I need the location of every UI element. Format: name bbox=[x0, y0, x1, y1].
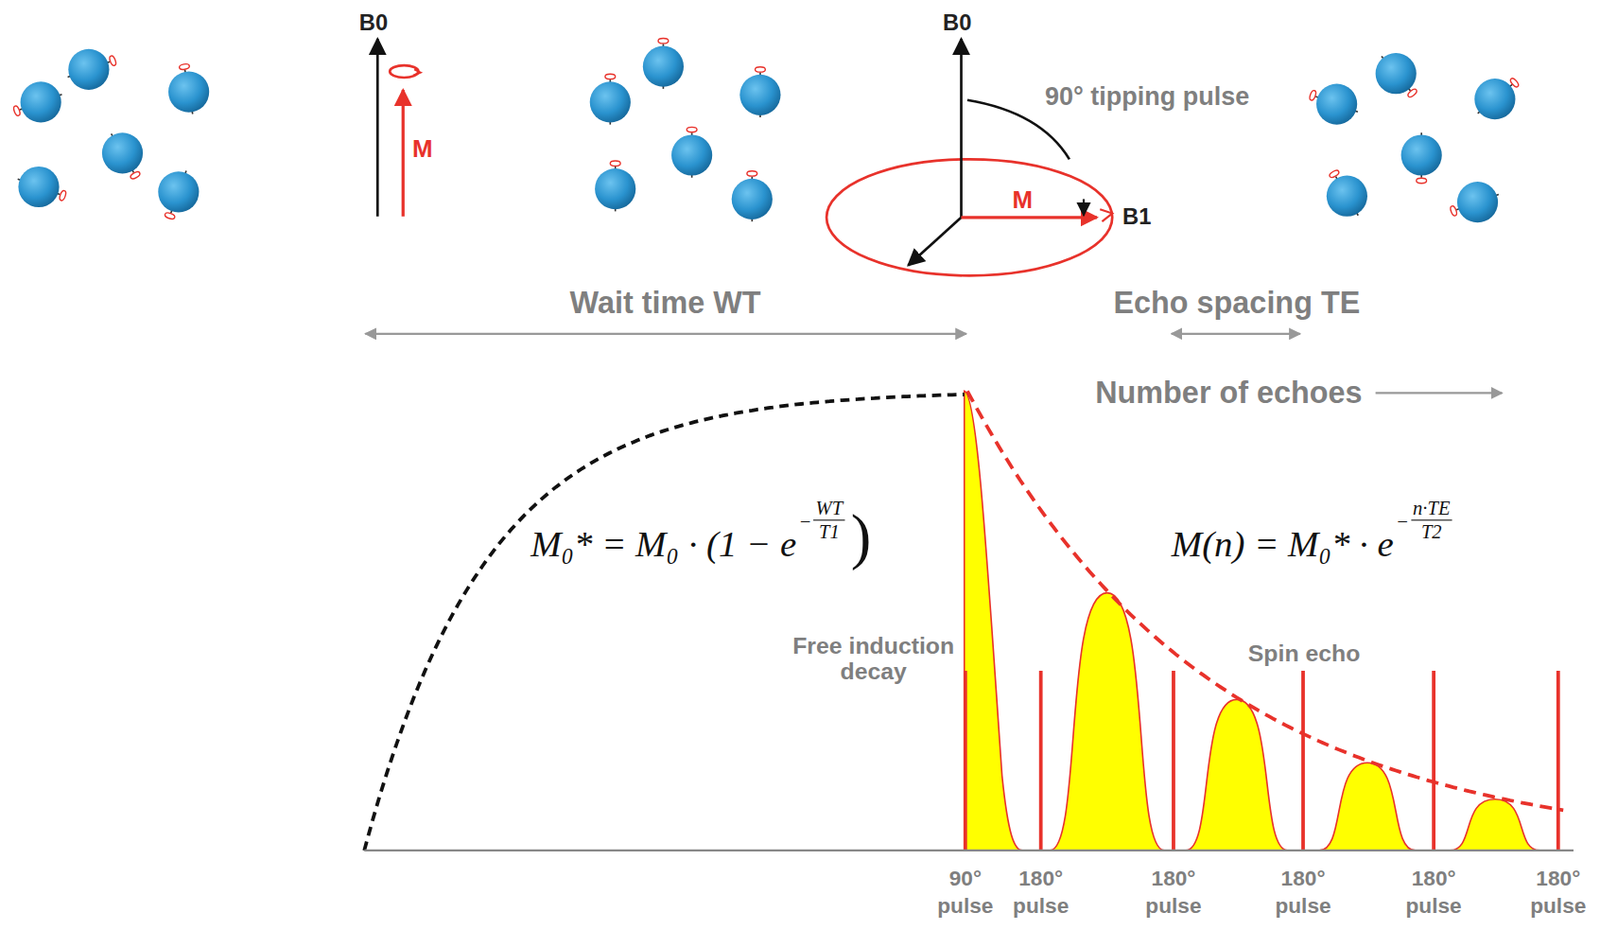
precession-ellipse bbox=[826, 158, 1113, 276]
vector-label: M bbox=[412, 134, 434, 163]
formula-numerator: n·TE bbox=[1410, 497, 1453, 522]
vector-label: M bbox=[1011, 185, 1033, 214]
axis-label: B0 bbox=[942, 10, 972, 37]
pulse-label: 180° pulse bbox=[1008, 863, 1073, 920]
rf-pulse-90 bbox=[963, 670, 968, 851]
t1-recovery-curve bbox=[364, 394, 965, 851]
proton-sphere bbox=[157, 171, 199, 212]
magnetization-vector bbox=[401, 89, 405, 217]
precession-mark bbox=[58, 190, 68, 202]
precession-arrow bbox=[413, 69, 421, 75]
proton-sphere bbox=[102, 132, 143, 174]
formula-numerator: WT bbox=[813, 497, 845, 522]
pulse-label: 90° tipping pulse bbox=[1044, 81, 1250, 111]
proton-sphere bbox=[1474, 78, 1515, 120]
b0-axis bbox=[959, 38, 963, 218]
proton-sphere bbox=[1326, 175, 1368, 217]
precession-mark bbox=[129, 170, 141, 180]
proton-sphere bbox=[1316, 83, 1357, 124]
precession-mark bbox=[1416, 177, 1427, 183]
echo-count-arrow bbox=[1375, 391, 1503, 394]
pulse-label: 180° pulse bbox=[1402, 863, 1466, 920]
signal-label: Free induction decay bbox=[771, 632, 976, 685]
precession-mark bbox=[755, 67, 766, 72]
rf-pulse-180 bbox=[1039, 670, 1044, 851]
precession-mark bbox=[747, 171, 758, 176]
echo-spacing-span bbox=[1171, 332, 1301, 335]
formula-denominator: T2 bbox=[1421, 520, 1443, 543]
precession-mark bbox=[609, 160, 621, 166]
precession-mark bbox=[1509, 76, 1520, 88]
formula: M₀* = M₀ · (1 − e bbox=[530, 521, 797, 565]
formula-sign: − bbox=[1395, 510, 1409, 534]
proton-spins bbox=[12, 37, 1520, 223]
proton-sphere bbox=[594, 168, 636, 209]
time-axis bbox=[364, 849, 1574, 852]
precession-mark bbox=[108, 54, 118, 67]
proton-sphere bbox=[1401, 134, 1443, 175]
x-axis bbox=[907, 217, 961, 266]
spin-echo bbox=[1449, 799, 1540, 851]
proton-sphere bbox=[671, 134, 713, 175]
rf-pulses bbox=[965, 670, 1559, 851]
proton-sphere bbox=[168, 71, 209, 113]
precession-mark bbox=[164, 211, 176, 221]
precession-mark bbox=[1407, 87, 1419, 99]
axis-label: Number of echoes bbox=[1095, 375, 1362, 411]
t2-decay-curve bbox=[967, 390, 1564, 810]
spin-echo bbox=[1185, 698, 1288, 850]
span-label: Echo spacing TE bbox=[1113, 285, 1360, 321]
pulse-label: 180° pulse bbox=[1526, 863, 1590, 920]
pulse-label: 180° pulse bbox=[1142, 863, 1206, 920]
proton-sphere bbox=[590, 81, 631, 122]
formula-sign: − bbox=[798, 510, 812, 534]
proton-sphere bbox=[68, 49, 109, 90]
pulse-label: 180° pulse bbox=[1271, 863, 1336, 920]
proton-sphere bbox=[17, 166, 59, 208]
b1-arrow bbox=[1082, 198, 1085, 215]
rf-pulse-180 bbox=[1431, 670, 1436, 851]
precession-mark bbox=[12, 104, 21, 117]
precession-mark bbox=[658, 37, 669, 43]
rf-pulse-180 bbox=[1301, 670, 1305, 851]
spin-echoes bbox=[1049, 592, 1540, 851]
magnetization-vector bbox=[961, 215, 1098, 219]
axis-label: B0 bbox=[359, 10, 388, 37]
precession-mark bbox=[1328, 169, 1340, 179]
spin-echo bbox=[1319, 762, 1415, 851]
proton-sphere bbox=[20, 81, 62, 122]
formula-denominator: T1 bbox=[818, 520, 840, 543]
b0-axis bbox=[376, 38, 380, 217]
proton-sphere bbox=[731, 178, 773, 220]
precession-mark bbox=[178, 63, 191, 70]
proton-sphere bbox=[1375, 52, 1417, 94]
formula-paren: ) bbox=[851, 502, 872, 573]
precession-mark bbox=[1449, 205, 1459, 217]
rf-pulse-180 bbox=[1171, 670, 1176, 851]
proton-sphere bbox=[643, 46, 684, 87]
rotation-arrow bbox=[1099, 208, 1113, 222]
precession-mark bbox=[1308, 89, 1318, 102]
proton-sphere bbox=[1457, 181, 1498, 223]
wait-time-span bbox=[365, 332, 967, 335]
pulse-label: 90° pulse bbox=[933, 863, 997, 920]
fid-signal bbox=[964, 390, 1024, 851]
rf-pulse-180 bbox=[1556, 670, 1561, 851]
span-label: Wait time WT bbox=[570, 285, 762, 321]
precession-mark bbox=[605, 73, 616, 79]
precession-mark bbox=[686, 126, 697, 132]
formula: M(n) = M₀* · e bbox=[1171, 521, 1394, 565]
axis-label: B1 bbox=[1122, 204, 1151, 231]
proton-sphere bbox=[739, 74, 781, 116]
signal-label: Spin echo bbox=[1248, 641, 1361, 667]
